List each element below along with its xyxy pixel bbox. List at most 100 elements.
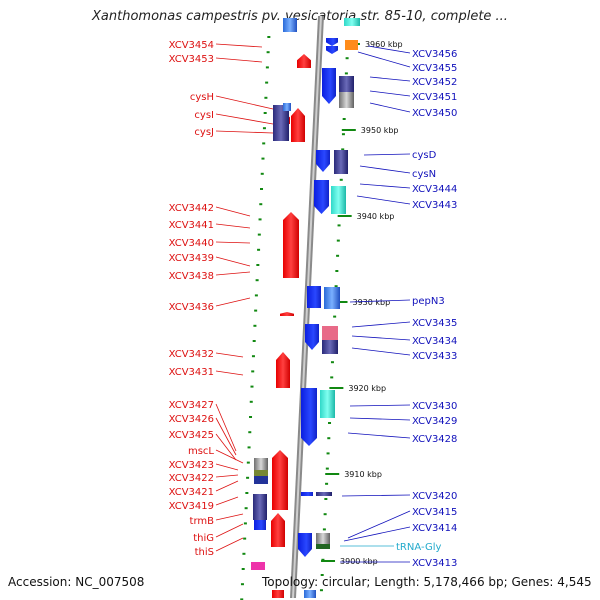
leader-line [215, 370, 244, 376]
gene-block [316, 492, 332, 496]
tick-mark [263, 112, 267, 114]
right-gene-label: XCV3415 [412, 507, 457, 518]
left-gene-label: XCV3442 [169, 203, 214, 214]
leader-line [347, 510, 411, 539]
right-gene-label: XCV3433 [412, 351, 457, 362]
gene-block [251, 562, 265, 570]
left-gene-label: XCV3419 [169, 501, 214, 512]
leader-line [215, 271, 251, 276]
leader-line [215, 523, 244, 538]
gene-arrow-forward [271, 513, 285, 547]
right-gene-label: cysN [412, 169, 436, 180]
leader-line [356, 195, 411, 205]
leader-line [349, 299, 411, 303]
tick-mark [253, 324, 257, 327]
tick-mark [260, 172, 264, 175]
right-gene-label: XCV3430 [412, 401, 457, 412]
gene-block [344, 18, 360, 26]
topology-text: Topology: circular; Length: 5,178,466 bp… [262, 575, 592, 589]
gene-arrow-forward [272, 450, 288, 510]
kbp-label: 3910 kbp [344, 470, 382, 479]
leader-line [351, 321, 411, 328]
tick-mark [339, 178, 343, 181]
kbp-major-tick [341, 129, 356, 131]
right-gene-label: XCV3443 [412, 200, 457, 211]
kbp-label: 3900 kbp [340, 557, 378, 566]
tick-mark [246, 476, 250, 479]
gene-arrow-reverse [298, 533, 312, 557]
leader-line [215, 449, 244, 464]
tick-mark [267, 36, 271, 38]
left-gene-label: XCV3438 [169, 271, 214, 282]
leader-line [215, 297, 251, 307]
leader-line [341, 494, 411, 497]
tick-mark [262, 127, 266, 130]
leader-line [349, 417, 411, 421]
right-gene-label: pepN3 [412, 296, 445, 307]
accession-text: Accession: NC_007508 [8, 575, 145, 589]
right-gene-label: XCV3428 [412, 434, 457, 445]
tick-mark [326, 452, 330, 455]
tick-mark [244, 507, 248, 510]
kbp-major-tick [333, 301, 348, 303]
leader-line [215, 352, 244, 358]
tick-mark [265, 66, 269, 69]
kbp-major-tick [337, 215, 352, 217]
tick-mark [251, 370, 255, 373]
tick-mark [327, 437, 331, 440]
left-gene-label: XCV3436 [169, 302, 214, 313]
gene-block [253, 494, 267, 520]
tick-mark [240, 598, 244, 600]
tick-mark [324, 498, 328, 500]
tick-mark [256, 264, 260, 266]
left-gene-label: XCV3439 [169, 253, 214, 264]
gene-block [316, 533, 330, 545]
gene-block [316, 544, 330, 549]
gene-block [324, 287, 340, 309]
left-gene-labels: XCV3454XCV3453cysHcysIcysJXCV3442XCV3441… [169, 40, 215, 558]
gene-block [272, 590, 284, 598]
left-gene-label: cysJ [194, 127, 214, 138]
tick-mark [341, 133, 345, 136]
tick-mark [344, 72, 348, 75]
left-gene-label: XCV3427 [169, 400, 214, 411]
tick-mark [252, 340, 256, 342]
tick-mark [323, 513, 327, 516]
kbp-major-tick [325, 473, 340, 475]
leader-line [215, 480, 239, 492]
tick-mark [242, 552, 246, 555]
right-gene-label: XCV3414 [412, 523, 457, 534]
tick-mark [321, 558, 325, 561]
tick-mark [251, 355, 255, 358]
right-gene-label: XCV3450 [412, 108, 457, 119]
leader-line [369, 102, 411, 113]
leader-line [215, 130, 274, 134]
left-gene-label: XCV3423 [169, 460, 214, 471]
leader-line [359, 165, 411, 174]
tick-mark [243, 537, 247, 540]
tick-mark [337, 224, 341, 227]
kbp-major-tick [321, 560, 336, 562]
left-gene-label: XCV3422 [169, 473, 214, 484]
tick-mark [241, 568, 245, 570]
gene-arrow-forward [276, 352, 290, 388]
kbp-label: 3930 kbp [353, 298, 391, 307]
tick-mark [333, 315, 337, 318]
gene-arrow-reverse [316, 150, 330, 172]
gene-arrow-reverse [305, 324, 319, 350]
kbp-major-tick [329, 387, 344, 389]
left-gene-label: XCV3421 [169, 487, 214, 498]
leader-line [367, 45, 411, 54]
gene-block [254, 470, 268, 476]
tick-mark [257, 233, 261, 236]
tick-mark [334, 285, 338, 288]
gene-arrow-reverse [314, 180, 329, 214]
right-gene-label: cysD [412, 150, 437, 161]
tick-mark [342, 118, 346, 120]
leader-line [347, 432, 411, 439]
gene-arrow-reverse [301, 388, 317, 446]
right-gene-label: XCV3429 [412, 416, 457, 427]
tick-mark [265, 81, 269, 84]
right-gene-label: XCV3452 [412, 77, 457, 88]
gene-arrow-reverse [322, 68, 336, 104]
